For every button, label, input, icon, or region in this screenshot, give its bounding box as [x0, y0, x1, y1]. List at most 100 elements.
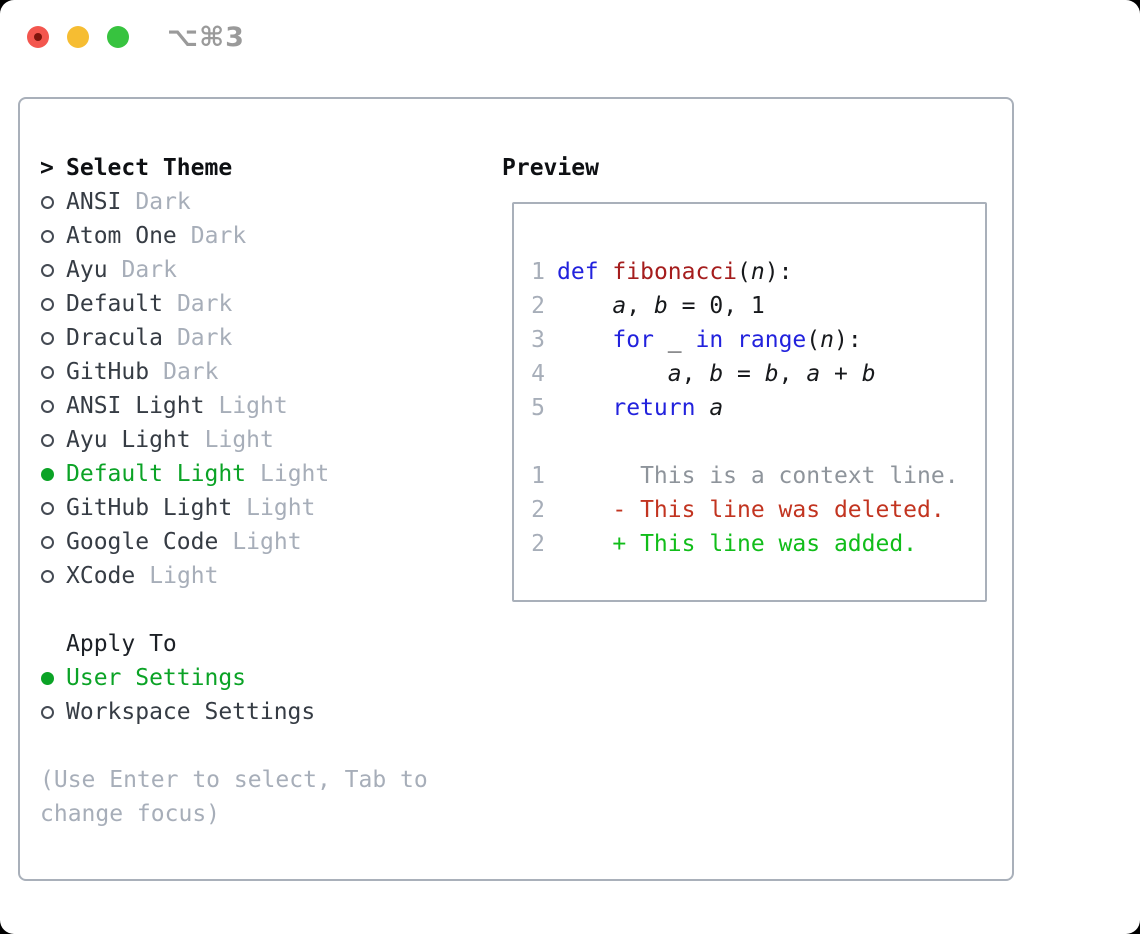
spacer-row	[40, 729, 500, 763]
window-shortcut-label: ⌥⌘3	[167, 22, 245, 53]
line-number: 2	[531, 497, 545, 523]
theme-option-variant: Light	[260, 461, 330, 487]
code-token: _	[653, 327, 696, 353]
radio-icon	[41, 263, 54, 277]
radio-marker	[40, 297, 66, 311]
line-number: 1	[531, 259, 545, 285]
code-token: ):	[764, 259, 793, 285]
radio-icon	[41, 569, 54, 583]
theme-option-name: Ayu	[66, 257, 108, 283]
apply-to-option-label: Workspace Settings	[66, 699, 316, 725]
line-number: 1	[531, 463, 545, 489]
code-token: b	[709, 361, 724, 387]
preview-heading: Preview	[502, 155, 599, 181]
theme-option-variant: Dark	[163, 359, 219, 385]
radio-selected-icon	[41, 671, 54, 685]
theme-option-name: ANSI Light	[66, 393, 205, 419]
cursor-marker: >	[40, 151, 66, 185]
code-token: return	[612, 395, 696, 421]
line-content: - This line was deleted.	[557, 493, 945, 527]
theme-option-variant: Light	[246, 495, 316, 521]
code-token: b	[653, 293, 668, 319]
theme-option-name: Default Light	[66, 461, 247, 487]
theme-option-name: GitHub Light	[66, 495, 233, 521]
code-token: a	[806, 361, 821, 387]
code-token	[557, 293, 612, 319]
radio-icon	[41, 399, 54, 413]
minimize-button-icon[interactable]	[67, 26, 89, 48]
theme-option-name: GitHub	[66, 359, 150, 385]
code-token: a	[667, 361, 682, 387]
code-token: fibonacci	[612, 259, 738, 285]
apply-to-option[interactable]: User Settings	[40, 661, 500, 695]
theme-option[interactable]: ANSI Dark	[40, 185, 500, 219]
preview-blank-line	[531, 425, 985, 459]
radio-marker	[40, 705, 66, 719]
theme-option[interactable]: Default Light Light	[40, 457, 500, 491]
code-token: n	[820, 327, 835, 353]
theme-option-name: Atom One	[66, 223, 177, 249]
theme-option-name: XCode	[66, 563, 136, 589]
code-token: = 0, 1	[667, 293, 765, 319]
code-token: +	[820, 361, 862, 387]
line-number: 3	[531, 327, 545, 353]
theme-option-name: Google Code	[66, 529, 219, 555]
preview-line: 4 a, b = b, a + b	[531, 357, 985, 391]
spacer-row	[40, 593, 500, 627]
preview-line: 3 for _ in range(n):	[531, 323, 985, 357]
zoom-button-icon[interactable]	[107, 26, 129, 48]
code-token: ,	[681, 361, 710, 387]
apply-to-option[interactable]: Workspace Settings	[40, 695, 500, 729]
theme-option-name: Ayu Light	[66, 427, 191, 453]
code-token	[599, 259, 613, 285]
code-token: - This line was deleted.	[557, 497, 945, 523]
apply-to-title: Apply To	[66, 631, 177, 657]
radio-icon	[41, 297, 54, 311]
radio-marker	[40, 535, 66, 549]
code-token	[695, 395, 709, 421]
theme-option[interactable]: Default Dark	[40, 287, 500, 321]
radio-icon	[41, 195, 54, 209]
theme-option-name: ANSI	[66, 189, 122, 215]
line-content: return a	[557, 391, 723, 425]
line-content: This is a context line.	[557, 459, 959, 493]
radio-marker	[40, 195, 66, 209]
cursor-icon: >	[40, 155, 54, 181]
line-number: 4	[531, 361, 545, 387]
theme-option[interactable]: GitHub Light Light	[40, 491, 500, 525]
code-token: ):	[834, 327, 862, 353]
theme-option[interactable]: Ayu Dark	[40, 253, 500, 287]
radio-marker	[40, 433, 66, 447]
radio-marker	[40, 365, 66, 379]
close-button-icon[interactable]	[27, 26, 49, 48]
theme-option-variant: Dark	[176, 291, 233, 317]
code-token: range	[737, 327, 807, 353]
code-token: n	[750, 259, 765, 285]
theme-option-name: Default	[66, 291, 163, 317]
preview-line: 2 + This line was added.	[531, 527, 985, 561]
code-token: + This line was added.	[557, 531, 918, 557]
theme-option-variant: Dark	[135, 189, 191, 215]
code-token: b	[861, 361, 876, 387]
theme-option-variant: Dark	[121, 257, 177, 283]
theme-option[interactable]: GitHub Dark	[40, 355, 500, 389]
radio-icon	[41, 331, 54, 345]
radio-marker	[40, 501, 66, 515]
code-token: b	[764, 361, 779, 387]
radio-icon	[41, 365, 54, 379]
preview-line: 2 a, b = 0, 1	[531, 289, 985, 323]
help-text-row: change focus)	[40, 797, 500, 831]
code-token	[723, 327, 737, 353]
code-token	[557, 395, 612, 421]
code-token	[557, 361, 668, 387]
apply-to-header-row: Apply To	[40, 627, 500, 661]
